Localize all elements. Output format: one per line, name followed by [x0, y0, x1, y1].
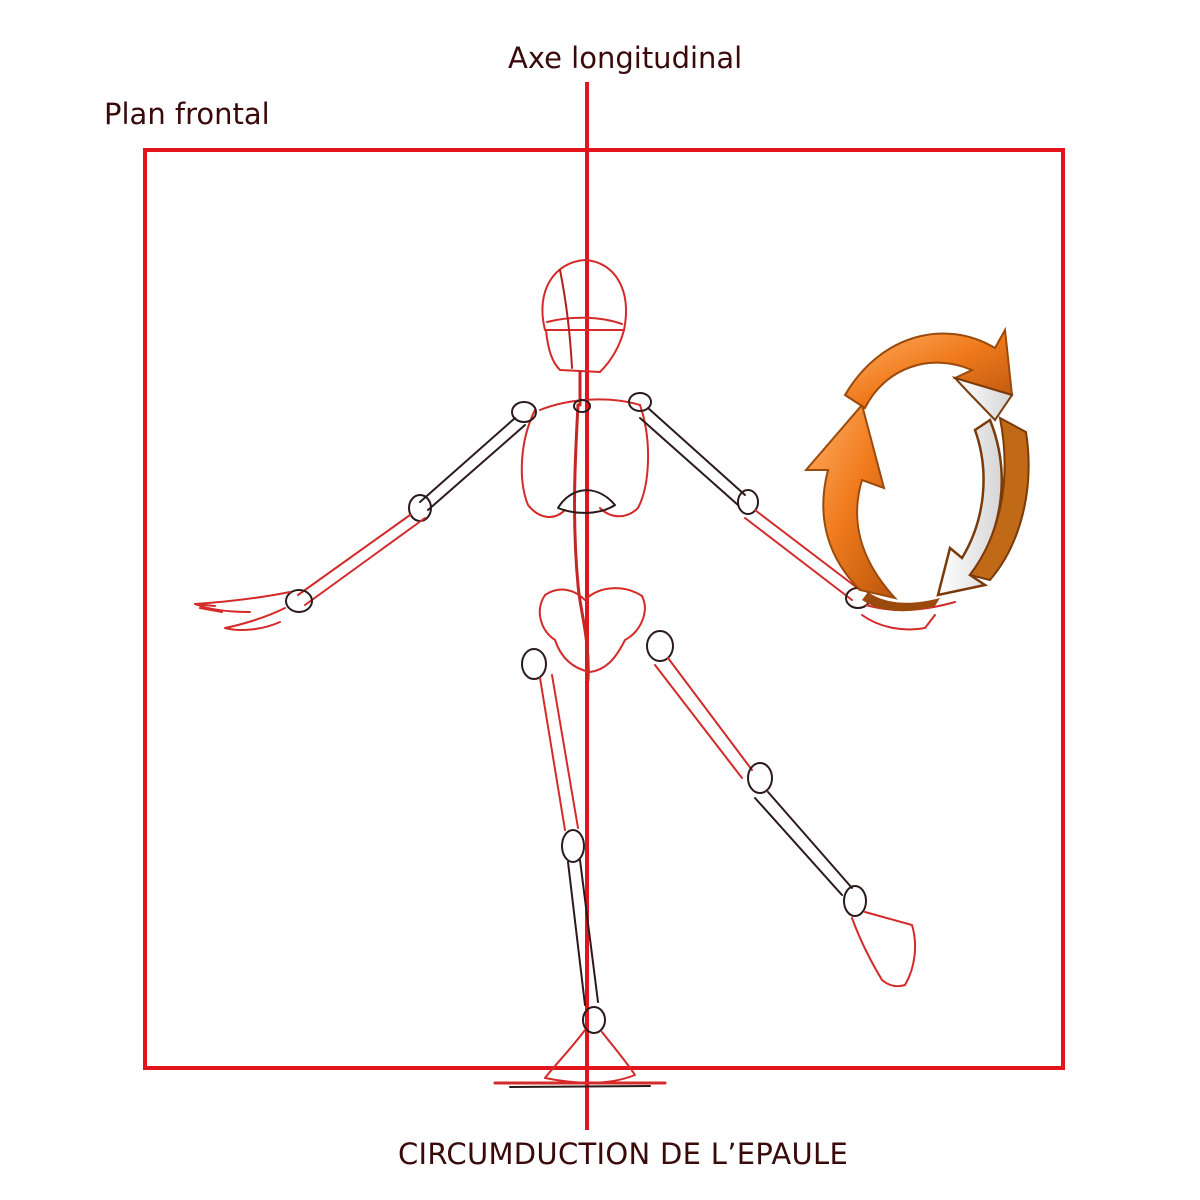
skeleton-head [541, 259, 627, 373]
skeleton-pelvis [538, 587, 646, 673]
skeleton-raised-leg [646, 630, 917, 988]
skeleton-left-arm [194, 417, 526, 631]
plane-label: Plan frontal [104, 97, 270, 131]
skeleton-right-arm [639, 407, 956, 631]
axis-label: Axe longitudinal [508, 41, 743, 75]
circular-rotation-arrows-icon [803, 326, 1030, 612]
skeleton-standing-leg [493, 648, 667, 1088]
diagram-caption: CIRCUMDUCTION DE L’EPAULE [398, 1137, 849, 1171]
frontal-plane [143, 148, 1065, 1070]
skeleton-figure [194, 259, 956, 1088]
skeleton-ribcage [520, 398, 650, 518]
